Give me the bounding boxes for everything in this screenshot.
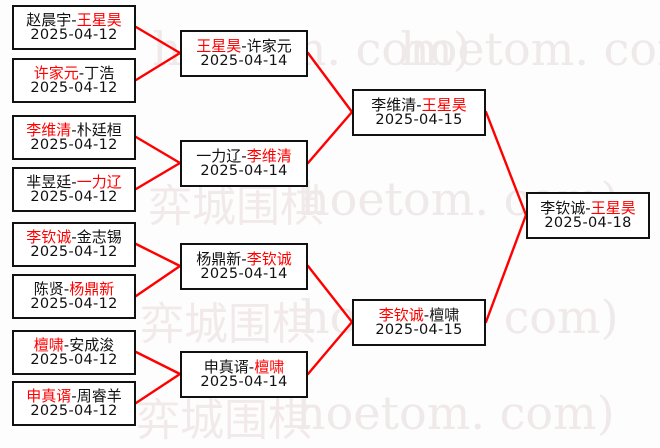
player-right: 李维清 (246, 146, 292, 165)
match-players: 李钦诚-王星昊 (540, 198, 636, 217)
player-separator: - (241, 249, 247, 268)
match-players: 芈昱廷-一力辽 (26, 172, 122, 191)
player-left: 王星昊 (196, 36, 242, 55)
match-box[interactable]: 檀啸-安成浚 2025-04-12 (12, 330, 136, 375)
player-left: 许家元 (33, 63, 79, 82)
player-right: 安成浚 (69, 335, 115, 354)
match-players: 李维清-朴廷桓 (26, 120, 122, 139)
player-separator: - (241, 146, 247, 165)
player-separator: - (416, 95, 422, 114)
player-separator: - (71, 227, 77, 246)
player-right: 一力辽 (76, 172, 122, 191)
match-date: 2025-04-12 (30, 243, 118, 260)
match-box[interactable]: 王星昊-许家元 2025-04-14 (180, 30, 308, 77)
match-date: 2025-04-15 (375, 321, 463, 338)
player-left: 申真谞 (26, 386, 72, 405)
match-date: 2025-04-12 (30, 188, 118, 205)
player-left: 申真谞 (203, 357, 249, 376)
player-right: 朴廷桓 (76, 120, 122, 139)
match-players: 檀啸-安成浚 (33, 335, 115, 354)
match-date: 2025-04-14 (200, 52, 288, 69)
match-date: 2025-04-12 (30, 402, 118, 419)
player-right: 檀啸 (254, 357, 285, 376)
player-separator: - (63, 335, 70, 354)
match-date: 2025-04-12 (30, 295, 118, 312)
match-box[interactable]: 李钦诚-檀啸 2025-04-15 (352, 299, 486, 346)
player-right: 檀啸 (429, 305, 460, 324)
player-separator: - (78, 63, 85, 82)
player-separator: - (248, 357, 255, 376)
match-date: 2025-04-14 (200, 162, 288, 179)
player-separator: - (423, 305, 430, 324)
match-players: 许家元-丁浩 (33, 63, 115, 82)
match-box[interactable]: 一力辽-李维清 2025-04-14 (180, 140, 308, 187)
match-players: 杨鼎新-李钦诚 (196, 249, 292, 268)
player-separator: - (71, 120, 77, 139)
player-left: 李钦诚 (26, 227, 72, 246)
player-separator: - (63, 279, 70, 298)
player-right: 李钦诚 (246, 249, 292, 268)
player-separator: - (71, 10, 77, 29)
match-box[interactable]: 申真谞-檀啸 2025-04-14 (180, 351, 308, 398)
match-box[interactable]: 李维清-朴廷桓 2025-04-12 (12, 115, 136, 160)
match-box[interactable]: 李钦诚-金志锡 2025-04-12 (12, 222, 136, 267)
watermark-text: hoetom. com) (296, 386, 615, 440)
watermark-text-cn: 弈城围棋 (140, 299, 316, 350)
player-right: 王星昊 (590, 198, 636, 217)
watermark-text: hoetom. com) (400, 22, 660, 76)
player-left: 杨鼎新 (196, 249, 242, 268)
match-players: 申真谞-周睿羊 (26, 386, 122, 405)
match-box[interactable]: 许家元-丁浩 2025-04-12 (12, 58, 136, 103)
match-date: 2025-04-14 (200, 265, 288, 282)
player-right: 王星昊 (421, 95, 467, 114)
player-right: 王星昊 (76, 10, 122, 29)
player-left: 赵晨宇 (26, 10, 72, 29)
match-date: 2025-04-12 (30, 351, 118, 368)
match-date: 2025-04-14 (200, 373, 288, 390)
match-players: 赵晨宇-王星昊 (26, 10, 122, 29)
player-left: 李钦诚 (540, 198, 586, 217)
tournament-bracket: hoetom. com) hoetom. com) 弈城围棋 hoetom. c… (12, 5, 660, 446)
player-separator: - (71, 172, 77, 191)
player-left: 芈昱廷 (26, 172, 72, 191)
match-date: 2025-04-12 (30, 136, 118, 153)
player-separator: - (71, 386, 77, 405)
match-players: 李钦诚-檀啸 (378, 305, 460, 324)
player-left: 一力辽 (196, 146, 242, 165)
player-left: 李钦诚 (378, 305, 424, 324)
match-date: 2025-04-15 (375, 111, 463, 128)
player-right: 杨鼎新 (69, 279, 115, 298)
player-separator: - (585, 198, 591, 217)
player-right: 丁浩 (84, 63, 115, 82)
match-box[interactable]: 芈昱廷-一力辽 2025-04-12 (12, 167, 136, 212)
match-box-final[interactable]: 李钦诚-王星昊 2025-04-18 (526, 192, 650, 239)
match-date: 2025-04-12 (30, 79, 118, 96)
player-separator: - (241, 36, 247, 55)
match-box[interactable]: 陈贤-杨鼎新 2025-04-12 (12, 274, 136, 319)
match-players: 陈贤-杨鼎新 (33, 279, 115, 298)
match-players: 一力辽-李维清 (196, 146, 292, 165)
match-players: 王星昊-许家元 (196, 36, 292, 55)
match-box[interactable]: 李维清-王星昊 2025-04-15 (352, 89, 486, 136)
match-date: 2025-04-12 (30, 26, 118, 43)
player-right: 许家元 (246, 36, 292, 55)
match-box[interactable]: 申真谞-周睿羊 2025-04-12 (12, 381, 136, 426)
match-players: 李钦诚-金志锡 (26, 227, 122, 246)
player-right: 周睿羊 (76, 386, 122, 405)
player-left: 陈贤 (33, 279, 64, 298)
match-players: 李维清-王星昊 (371, 95, 467, 114)
player-right: 金志锡 (76, 227, 122, 246)
player-left: 李维清 (26, 120, 72, 139)
match-date: 2025-04-18 (544, 214, 632, 231)
match-box[interactable]: 赵晨宇-王星昊 2025-04-12 (12, 5, 136, 50)
match-players: 申真谞-檀啸 (203, 357, 285, 376)
player-left: 李维清 (371, 95, 417, 114)
match-box[interactable]: 杨鼎新-李钦诚 2025-04-14 (180, 243, 308, 290)
player-left: 檀啸 (33, 335, 64, 354)
